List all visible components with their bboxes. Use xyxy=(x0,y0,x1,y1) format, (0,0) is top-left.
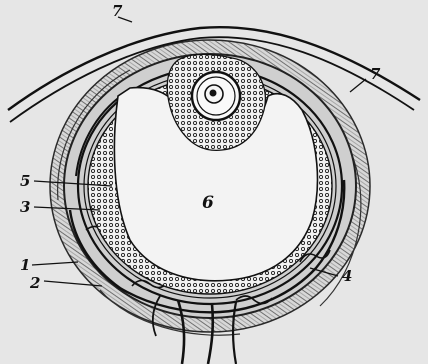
label-left-upper: 5 xyxy=(20,172,30,190)
label-left-middle: 3 xyxy=(20,198,30,216)
label-center: 6 xyxy=(202,193,214,213)
label-left-lower: 1 xyxy=(20,256,30,274)
label-top-right: 7 xyxy=(370,65,381,83)
ovum xyxy=(192,72,240,120)
label-right-lower: 4 xyxy=(342,267,352,285)
label-left-bottom: 2 xyxy=(29,274,40,292)
label-top: 7 xyxy=(112,2,123,20)
